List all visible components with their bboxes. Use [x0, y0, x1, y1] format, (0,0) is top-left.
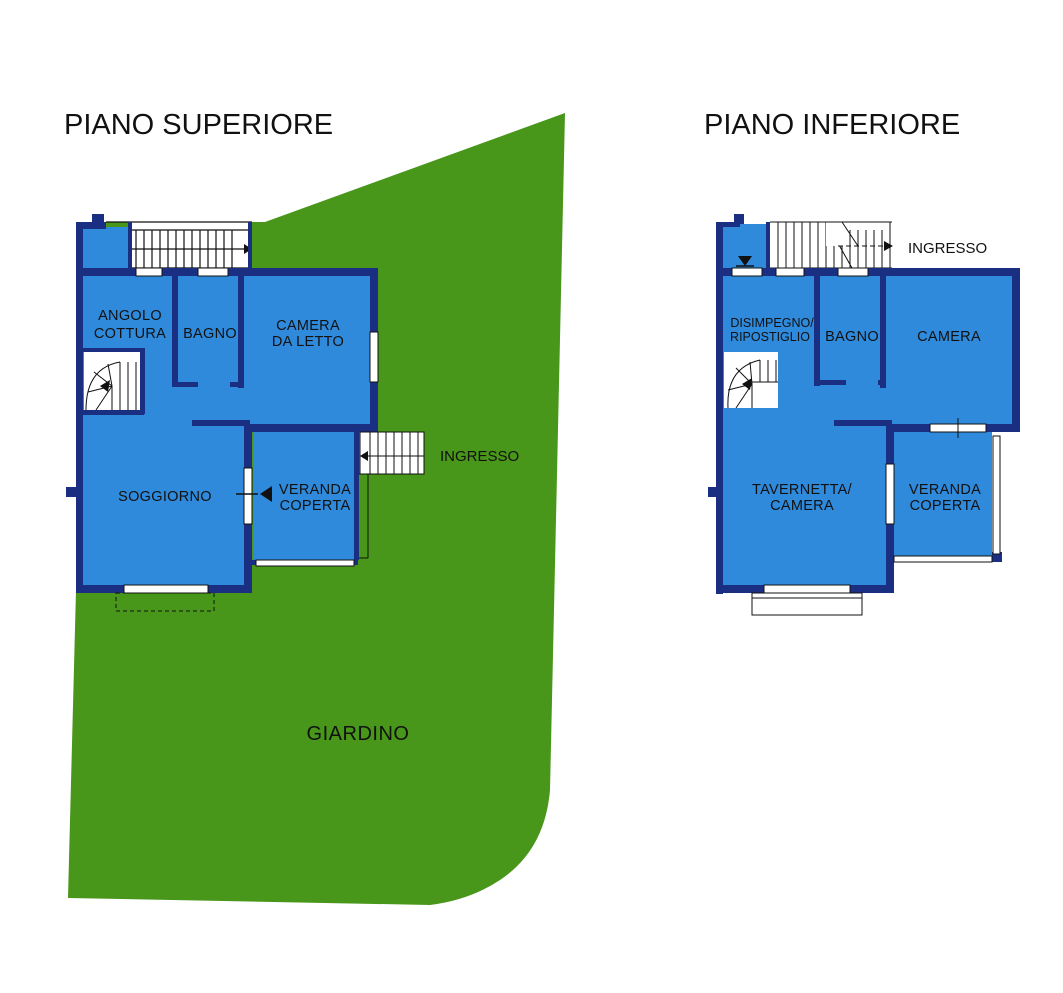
garden-label: GIARDINO — [307, 723, 410, 745]
room-bagno-lower: BAGNO — [825, 329, 879, 345]
room-veranda-lower-line2: COPERTA — [910, 498, 981, 514]
room-veranda-upper-line1: VERANDA — [279, 482, 351, 498]
upper-entrance-stairs — [359, 431, 425, 475]
room-disimpegno-line2: RIPOSTIGLIO — [730, 330, 810, 344]
lower-floor-title: PIANO INFERIORE — [704, 109, 960, 141]
lower-floor-plan: DISIMPEGNO/ RIPOSTIGLIO BAGNO CAMERA TAV… — [708, 214, 1020, 616]
room-bagno-upper: BAGNO — [183, 326, 237, 342]
upper-room-fills — [82, 227, 372, 586]
lower-entrance-label: INGRESSO — [908, 240, 987, 257]
room-soggiorno: SOGGIORNO — [118, 489, 212, 505]
lower-room-fills — [722, 224, 1012, 586]
room-angolo-cottura-line2: COTTURA — [94, 326, 166, 342]
room-angolo-cottura-line1: ANGOLO — [98, 308, 162, 324]
room-camera-lower: CAMERA — [917, 329, 981, 345]
room-veranda-upper-line2: COPERTA — [280, 498, 351, 514]
upper-entrance-label: INGRESSO — [440, 448, 519, 465]
room-disimpegno-line1: DISIMPEGNO/ — [730, 316, 814, 330]
upper-spiral-stair — [84, 350, 142, 412]
upper-floor-plan: ANGOLO COTTURA BAGNO CAMERA DA LETTO SOG… — [66, 113, 565, 905]
upper-floor-title: PIANO SUPERIORE — [64, 109, 333, 141]
room-camera-da-letto-line1: CAMERA — [276, 318, 340, 334]
room-camera-da-letto-line2: DA LETTO — [272, 334, 344, 350]
upper-windows — [123, 267, 379, 594]
room-tavernetta-line2: CAMERA — [770, 498, 834, 514]
room-veranda-lower-line1: VERANDA — [909, 482, 981, 498]
room-tavernetta-line1: TAVERNETTA/ — [752, 482, 853, 498]
